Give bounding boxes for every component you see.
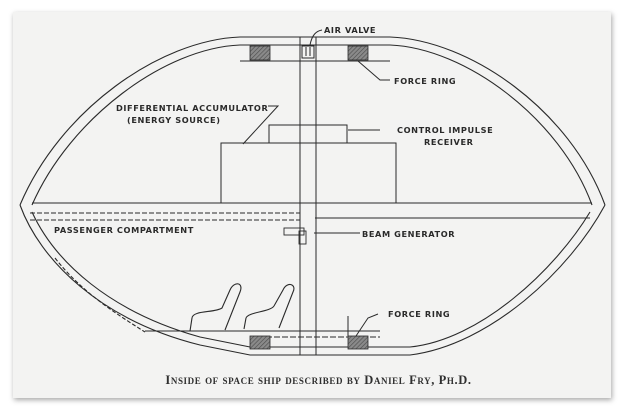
label-energy-source: (ENERGY SOURCE) (127, 115, 221, 125)
label-passenger-compartment: PASSENGER COMPARTMENT (54, 225, 194, 235)
force-ring-top-left (249, 45, 271, 61)
label-beam-generator: BEAM GENERATOR (362, 229, 455, 239)
air-valve-shape (301, 45, 315, 59)
seat-2 (243, 284, 295, 330)
leader-differential-accumulator (242, 105, 280, 145)
control-impulse-receiver-box (268, 124, 348, 144)
force-ring-bottom-left (249, 335, 271, 350)
label-differential-accumulator: DIFFERENTIAL ACCUMULATOR (116, 103, 268, 113)
seat-1 (189, 283, 242, 332)
hull-inner-bottom (31, 211, 591, 348)
hull-inner-top (31, 44, 593, 206)
force-ring-top-right (347, 45, 369, 61)
differential-accumulator-box (220, 142, 397, 204)
paper-sheet (13, 12, 611, 398)
leader-force-ring-bottom (355, 313, 379, 337)
force-ring-bottom-right (347, 335, 369, 350)
deck (30, 202, 592, 221)
hull-outer-top (19, 36, 606, 206)
energy-block (220, 124, 397, 204)
hull-hatch-dashed (54, 257, 146, 333)
hull (19, 36, 606, 356)
label-air-valve: AIR VALVE (324, 25, 376, 35)
leader-lines (242, 29, 390, 337)
passenger-floor (145, 316, 380, 338)
label-control-impulse: CONTROL IMPULSE (397, 125, 493, 135)
seats (189, 283, 295, 332)
label-receiver: RECEIVER (424, 137, 474, 147)
figure-caption: Inside of space ship described by Daniel… (165, 373, 472, 387)
label-force-ring-bottom: FORCE RING (388, 309, 450, 319)
hull-outer-bottom (19, 204, 606, 356)
leader-air-valve (309, 29, 323, 46)
leader-force-ring-top (357, 60, 390, 81)
central-column (240, 37, 390, 355)
label-force-ring-top: FORCE RING (394, 76, 456, 86)
beam-generator-shape (283, 227, 307, 245)
